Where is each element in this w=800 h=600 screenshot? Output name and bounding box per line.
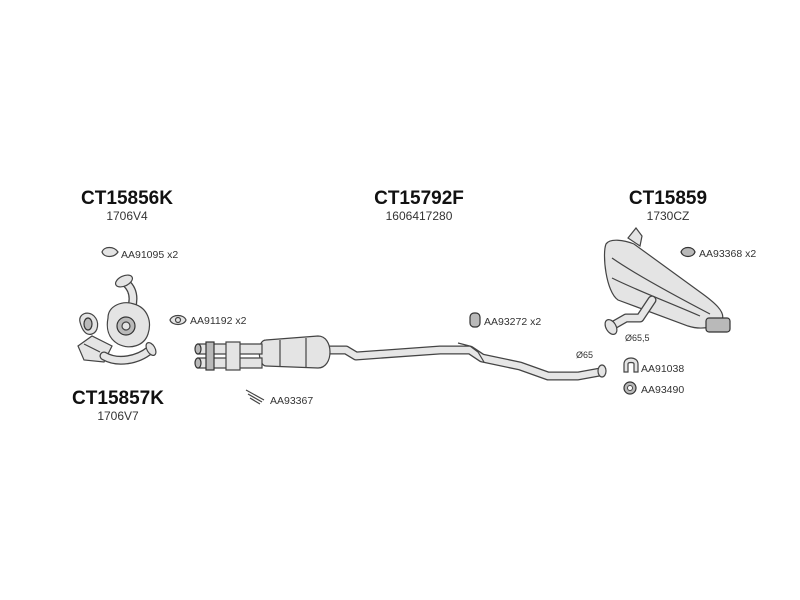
rubber-mount-aa93368[interactable]: AA93368 x2 (680, 246, 756, 261)
label-center-pipe: CT15792F 1606417280 (374, 188, 464, 223)
rubber-mount-center-label: AA93272 x2 (484, 316, 541, 328)
rear-silencer[interactable] (603, 227, 731, 336)
part-code-front-catalyst: CT15856K (81, 188, 173, 209)
clamp-label: AA91038 (641, 363, 684, 375)
label-rear-catalyst: CT15857K 1706V7 (72, 388, 164, 423)
oem-ref-front-catalyst: 1706V4 (106, 209, 148, 223)
label-front-catalyst: CT15856K 1706V4 (81, 188, 173, 223)
clamp-icon (169, 314, 187, 326)
flange-clamp-label: AA91192 x2 (190, 315, 247, 327)
part-code-rear-silencer: CT15859 (629, 188, 707, 209)
dimension-d65: Ø65 (576, 350, 593, 360)
gasket-aa91095[interactable]: AA91095 x2 (101, 246, 178, 262)
rubber-mount-rear-label: AA93368 x2 (699, 248, 756, 260)
label-rear-silencer: CT15859 1730CZ (629, 188, 707, 223)
clamp-aa91038[interactable]: AA91038 (623, 357, 684, 375)
part-code-center-pipe: CT15792F (374, 188, 464, 209)
u-clamp-icon (623, 357, 639, 373)
bolt-icon (245, 389, 265, 405)
rubber-hanger-icon (680, 246, 696, 258)
dimension-d65-5: Ø65,5 (625, 333, 650, 343)
bolt-kit-aa93367[interactable]: AA93367 (245, 389, 313, 407)
center-pipe-assembly[interactable] (194, 335, 607, 381)
gasket-icon (101, 246, 119, 258)
flange-clamp-aa91192[interactable]: AA91192 x2 (169, 314, 247, 327)
catalytic-converter-assembly[interactable] (77, 273, 158, 365)
ring-aa93490[interactable]: AA93490 (623, 381, 684, 396)
gasket-label: AA91095 x2 (121, 249, 178, 261)
oem-ref-center-pipe: 1606417280 (386, 209, 453, 223)
part-code-rear-catalyst: CT15857K (72, 388, 164, 409)
oem-ref-rear-silencer: 1730CZ (647, 209, 690, 223)
oem-ref-rear-catalyst: 1706V7 (97, 409, 139, 423)
rubber-mount-aa93272[interactable]: AA93272 x2 (469, 312, 541, 328)
ring-label: AA93490 (641, 384, 684, 396)
rubber-mount-icon (469, 312, 481, 328)
bolt-kit-label: AA93367 (270, 395, 313, 407)
